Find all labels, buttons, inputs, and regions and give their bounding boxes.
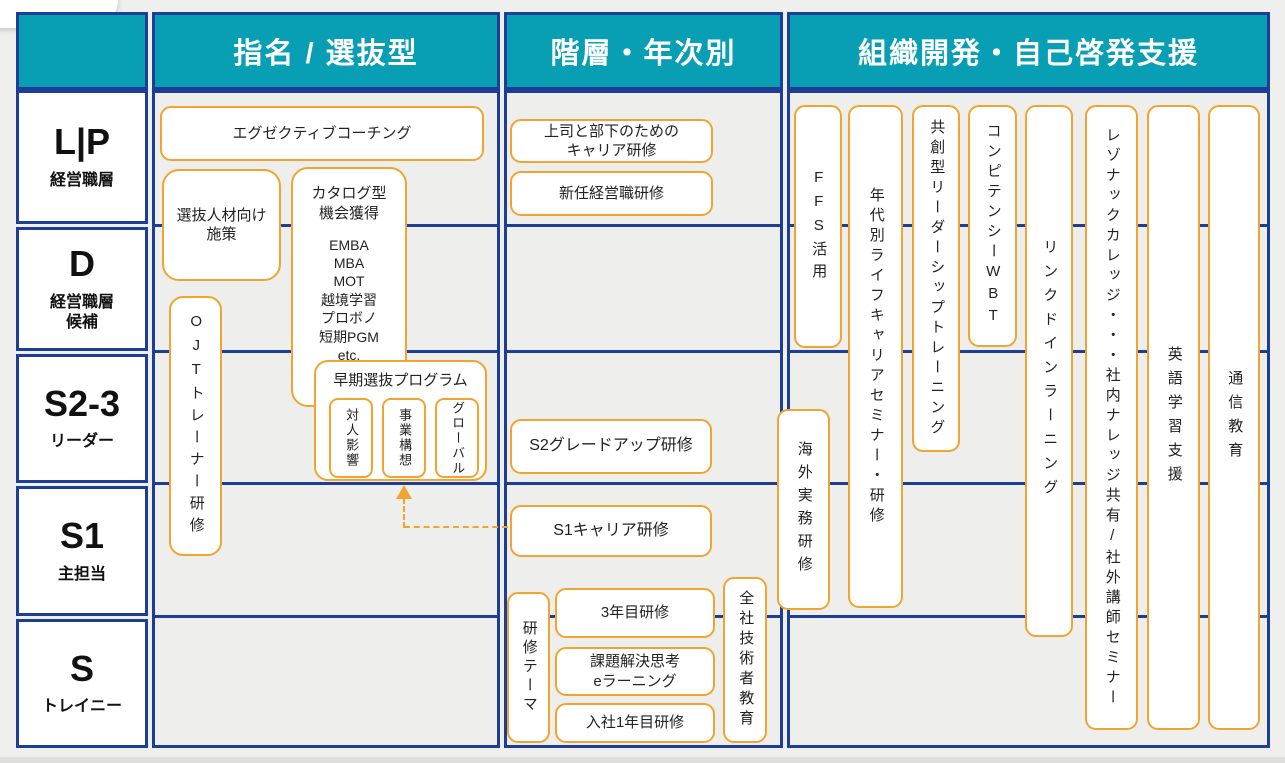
level-code: S (69, 647, 94, 689)
box-executive-coaching: エグゼクティブコーチング (160, 106, 484, 161)
box-resonac-college: レゾナックカレッジ・・・社内ナレッジ共有/社外講師セミナー (1085, 105, 1138, 730)
box-co-creation-leadership-training: 共創型リーダーシップトレーニング (912, 105, 960, 452)
box-early-selection-program: 早期選抜プログラム 対人影響 事業構想 グローバル (314, 360, 487, 481)
level-code: S2-3 (43, 382, 121, 424)
box-s2-grade-up-training: S2グレードアップ研修 (510, 419, 712, 474)
connector-dashed-line (404, 526, 508, 528)
header-org-development: 組織開発・自己啓発支援 (787, 12, 1270, 90)
track-business-concept: 事業構想 (382, 398, 426, 478)
level-code: D (69, 243, 95, 285)
vertical-label: レゾナックカレッジ・・・社内ナレッジ共有/社外講師セミナー (1103, 126, 1121, 709)
vertical-label: 年代別ライフキャリアセミナー・研修 (867, 186, 885, 527)
track-interpersonal-influence: 対人影響 (329, 398, 373, 478)
box-problem-solving-elearning: 課題解決思考 eラーニング (555, 647, 715, 696)
connector-arrowhead-icon (396, 485, 412, 499)
box-life-career-seminar: 年代別ライフキャリアセミナー・研修 (848, 105, 903, 608)
box-selected-talent-program: 選抜人材向け施策 (162, 169, 281, 281)
box-first-year-training: 入社1年目研修 (555, 703, 715, 743)
vertical-label: コンピテンシーWBT (984, 123, 1002, 329)
level-label: トレイニー (41, 698, 122, 716)
vertical-label: FFS活用 (810, 168, 828, 285)
box-s1-career-training: S1キャリア研修 (510, 505, 712, 557)
grid-line (507, 482, 780, 485)
header-hierarchy-year: 階層・年次別 (504, 12, 783, 90)
track-global: グローバル (435, 398, 479, 478)
level-code: L|P (53, 121, 111, 163)
level-label: 主担当 (57, 565, 106, 583)
header-level-column (16, 12, 148, 90)
box-third-year-training: 3年目研修 (555, 588, 715, 638)
slide-bottom-edge (0, 757, 1285, 763)
level-cell-s: S トレイニー (16, 619, 148, 748)
box-english-learning-support: 英語学習支援 (1147, 105, 1200, 730)
catalog-title: カタログ型 機会獲得 (311, 185, 387, 223)
level-cell-d: D 経営職層 候補 (16, 227, 148, 351)
vertical-label: 海外実務研修 (795, 440, 813, 579)
grid-line (155, 615, 497, 618)
level-label: リーダー (49, 433, 114, 451)
box-company-engineer-education: 全社技術者教育 (723, 577, 767, 743)
box-new-executive-training: 新任経営職研修 (510, 171, 713, 216)
grid-line (155, 482, 497, 485)
box-boss-subordinate-career-training: 上司と部下のための キャリア研修 (510, 119, 713, 163)
box-training-theme: 研修テーマ (507, 592, 550, 743)
box-correspondence-education: 通信教育 (1208, 105, 1260, 730)
vertical-label: 全社技術者教育 (737, 590, 755, 730)
box-ffs-utilization: FFS活用 (794, 105, 842, 348)
level-label: 経営職層 (49, 171, 114, 189)
level-cell-s23: S2-3 リーダー (16, 354, 148, 483)
box-competency-wbt: コンピテンシーWBT (968, 105, 1017, 347)
grid-line (507, 224, 780, 227)
header-selection-type: 指名 / 選抜型 (152, 12, 500, 90)
vertical-label: 共創型リーダーシップトレーニング (928, 118, 946, 439)
level-code: S1 (59, 515, 105, 557)
box-ojt-trainer-training: OJTトレーナー研修 (169, 296, 222, 556)
vertical-label: 通信教育 (1226, 369, 1244, 466)
vertical-label: 研修テーマ (520, 620, 538, 715)
early-selection-title: 早期選抜プログラム (333, 372, 468, 389)
level-cell-s1: S1 主担当 (16, 486, 148, 616)
box-overseas-practical-training: 海外実務研修 (777, 409, 830, 610)
grid-line (507, 350, 780, 353)
vertical-label: 対人影響 (344, 408, 360, 468)
level-label: 経営職層 候補 (49, 293, 114, 331)
vertical-label: グローバル (450, 400, 466, 476)
vertical-label: リンクドインラーニング (1041, 239, 1059, 503)
catalog-items: EMBA MBA MOT 越境学習 プロボノ 短期PGM etc. (319, 236, 379, 364)
vertical-label: OJTトレーナー研修 (187, 313, 205, 539)
level-cell-lp: L|P 経営職層 (16, 90, 148, 224)
vertical-label: 英語学習支援 (1165, 345, 1183, 490)
box-linkedin-learning: リンクドインラーニング (1025, 105, 1073, 637)
connector-dashed-line (403, 498, 405, 528)
vertical-label: 事業構想 (397, 408, 413, 468)
